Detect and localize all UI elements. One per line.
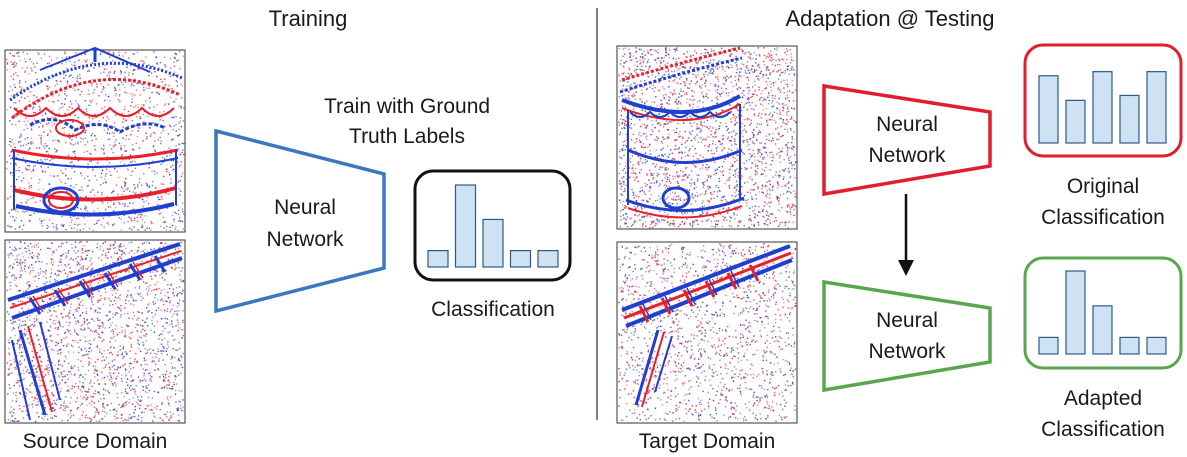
original-network-label-line1: Neural [876, 113, 938, 136]
target-image-carousel [616, 45, 798, 230]
training-network-label-line2: Network [266, 228, 344, 251]
target-domain-label: Target Domain [639, 430, 776, 453]
adapted-bar-5 [1146, 336, 1167, 355]
original-classification-bars [1038, 71, 1167, 144]
training-classification-bars [427, 184, 559, 268]
adapted-network-label-line1: Neural [876, 309, 938, 332]
adapted-bar-3 [1092, 305, 1113, 355]
training-network-label-line1: Neural [274, 196, 336, 219]
supervision-label-line1: Train with Ground [324, 95, 490, 118]
adapted-classification-label-line2: Classification [1041, 418, 1165, 441]
adapted-bar-2 [1065, 270, 1086, 355]
original-network-shape [822, 83, 992, 197]
training-bar-5 [537, 250, 559, 268]
training-bar-4 [509, 250, 532, 268]
adapted-bar-1 [1038, 336, 1059, 355]
original-classification-label-line1: Original [1067, 175, 1139, 198]
source-domain-label: Source Domain [23, 430, 168, 453]
target-image-bridge [616, 241, 798, 424]
original-bar-3 [1092, 71, 1113, 144]
original-bar-1 [1038, 75, 1059, 144]
original-bar-4 [1119, 94, 1140, 144]
training-bar-3 [482, 218, 504, 268]
adapted-bar-4 [1119, 336, 1140, 355]
adapted-network-label-line2: Network [868, 340, 946, 363]
original-classification-label-line2: Classification [1041, 206, 1165, 229]
training-bar-2 [454, 184, 477, 268]
source-image-carousel [4, 46, 186, 233]
testing-title: Adaptation @ Testing [785, 6, 994, 31]
original-bar-5 [1146, 71, 1167, 144]
training-bar-1 [427, 250, 449, 268]
supervision-label-line2: Truth Labels [349, 125, 465, 148]
original-bar-2 [1065, 99, 1086, 144]
adapted-network-shape [822, 279, 992, 393]
original-network-label-line2: Network [868, 144, 946, 167]
adapted-classification-label-line1: Adapted [1064, 387, 1142, 410]
source-image-bridge [4, 239, 186, 424]
adaptation-arrow [898, 194, 914, 276]
training-title: Training [269, 6, 348, 31]
training-classification-label: Classification [431, 298, 555, 321]
training-network-shape [214, 128, 386, 314]
adapted-classification-bars [1038, 270, 1167, 355]
